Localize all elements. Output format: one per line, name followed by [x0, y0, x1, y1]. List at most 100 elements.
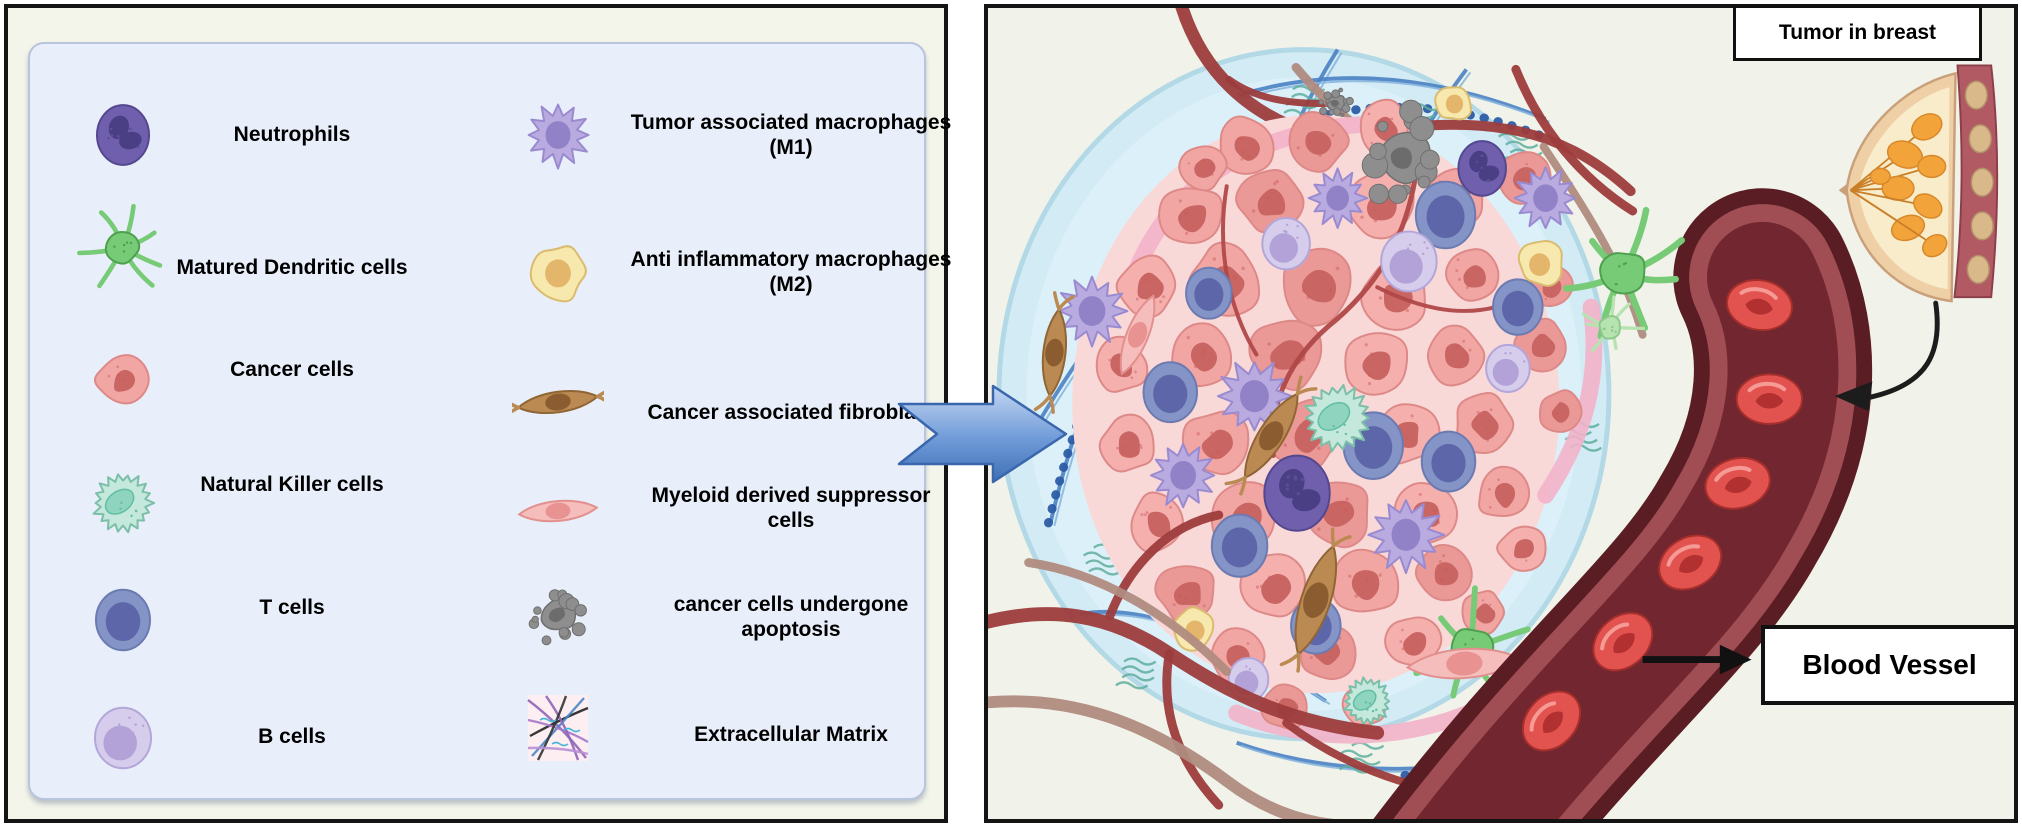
m1-macrophage-icon — [527, 103, 590, 170]
nk-cell — [1303, 383, 1370, 453]
dendritic-cell-icon — [77, 203, 163, 289]
neutrophil-icon — [96, 104, 150, 166]
cancer-cell — [1538, 389, 1583, 433]
fibroblast — [1033, 291, 1075, 414]
blood-vessel-branch — [1511, 64, 1638, 216]
legend-label: T cells — [259, 596, 325, 620]
cancer-cell — [1282, 247, 1352, 327]
cancer-cell — [1478, 465, 1531, 517]
apoptotic-cluster — [528, 589, 587, 646]
neutrophil — [1457, 140, 1507, 197]
cancer-cell — [1426, 324, 1486, 387]
main-blood-vessel — [1373, 188, 1873, 819]
apoptotic-cluster — [1361, 99, 1440, 205]
legend-label: Matured Dendritic cells — [176, 256, 408, 280]
fibroblast — [1279, 527, 1352, 673]
blood-vessel-branch — [1375, 285, 1499, 313]
cancer-cell — [1288, 111, 1350, 173]
b-cell — [1261, 217, 1311, 271]
blood-vessel-branch — [1105, 510, 1224, 621]
nk-cell — [92, 473, 156, 534]
b-cell — [1380, 230, 1438, 293]
m2-macrophage — [1517, 240, 1563, 287]
legend-label: Neutrophils — [233, 123, 351, 147]
m1-macrophage — [1307, 167, 1369, 229]
blood-vessel-branch — [1221, 184, 1259, 357]
apoptotic-cells-icon — [528, 589, 587, 646]
red-blood-cell — [1658, 534, 1723, 591]
nk-cell-icon — [92, 473, 156, 534]
cancer-cell-icon — [94, 354, 150, 405]
m1-macrophage — [1149, 442, 1216, 509]
red-blood-cell — [1521, 690, 1582, 752]
cancer-cell — [1098, 413, 1155, 473]
blood-vessel-label: Blood Vessel — [1761, 625, 2018, 705]
t-cell — [1142, 361, 1198, 424]
mdsc-cell — [1405, 647, 1523, 680]
apoptotic-cluster — [1318, 87, 1354, 117]
m1-macrophage — [527, 103, 590, 170]
connector-arrow-icon — [897, 384, 1068, 484]
t-cell-icon — [95, 588, 151, 652]
fibroblast — [1224, 375, 1318, 496]
tumor-panel — [984, 4, 2018, 823]
neutrophil — [96, 104, 150, 166]
fibroblast-icon — [512, 386, 604, 417]
red-blood-cell — [1592, 612, 1654, 672]
legend-label: Tumor associated macrophages(M1) — [630, 110, 952, 159]
legend-label: Extracellular Matrix — [694, 723, 888, 747]
legend-label: Myeloid derived suppressor cells — [651, 483, 931, 532]
blood-vessel-branch — [1162, 649, 1224, 810]
dendritic-cell — [1581, 295, 1646, 353]
cancer-cell — [1445, 248, 1500, 302]
cancer-cell — [1235, 169, 1305, 234]
cancer-cell — [1178, 145, 1228, 192]
cancer-cell — [1384, 616, 1443, 666]
neutrophil — [1263, 454, 1331, 532]
b-cell-icon — [94, 706, 152, 770]
breast-illustration — [1838, 64, 1999, 303]
blood-vessel-branch — [988, 695, 1413, 819]
mdsc-cell — [1119, 294, 1156, 376]
vessel-pointer-arrow — [1642, 644, 1752, 675]
t-cell — [95, 588, 151, 652]
legend-box: Neutrophils Matured Dendritic cells Canc… — [28, 42, 951, 800]
red-blood-cell — [1704, 456, 1771, 510]
legend-label: Cancer associated fibroblast — [647, 401, 935, 425]
cancer-cell — [1181, 410, 1250, 476]
m2-macrophage-icon — [529, 245, 587, 303]
legend-label: Natural Killer cells — [200, 473, 384, 497]
immune-cells — [1033, 86, 1577, 726]
legend-label: B cells — [258, 725, 326, 749]
curved-arrow — [1834, 300, 1940, 412]
mdsc-icon — [517, 499, 599, 523]
fibroblast — [512, 386, 604, 417]
t-cell — [1210, 513, 1269, 578]
m2-macrophage — [1434, 86, 1472, 121]
cancer-cell — [1456, 392, 1515, 455]
ecm-icon — [527, 695, 589, 761]
tumor-scene — [988, 8, 1999, 819]
m1-macrophage — [1513, 166, 1577, 230]
b-cell — [1485, 343, 1531, 393]
cancer-cell — [1414, 543, 1473, 602]
red-blood-cell — [1725, 279, 1793, 332]
legend-label: Cancer cells — [230, 358, 354, 382]
t-cell — [1492, 278, 1544, 336]
dendritic-cell — [77, 203, 163, 289]
legend-panel: Neutrophils Matured Dendritic cells Canc… — [4, 4, 951, 823]
tumor-in-breast-label: Tumor in breast — [1733, 5, 1982, 61]
cancer-cell — [94, 354, 150, 405]
cancer-cell — [1219, 115, 1275, 175]
cancer-cell — [1344, 332, 1409, 396]
cancer-cell — [1158, 187, 1223, 245]
m2-macrophage — [529, 245, 587, 303]
legend-label: cancer cells undergone apoptosis — [673, 592, 909, 641]
t-cell — [1420, 430, 1477, 493]
blood-vessel-branch — [1024, 558, 1232, 676]
red-blood-cell — [1735, 373, 1804, 425]
nk-cell — [1343, 676, 1391, 726]
mdsc-cell — [517, 499, 599, 523]
m2-macrophage — [1172, 606, 1215, 652]
